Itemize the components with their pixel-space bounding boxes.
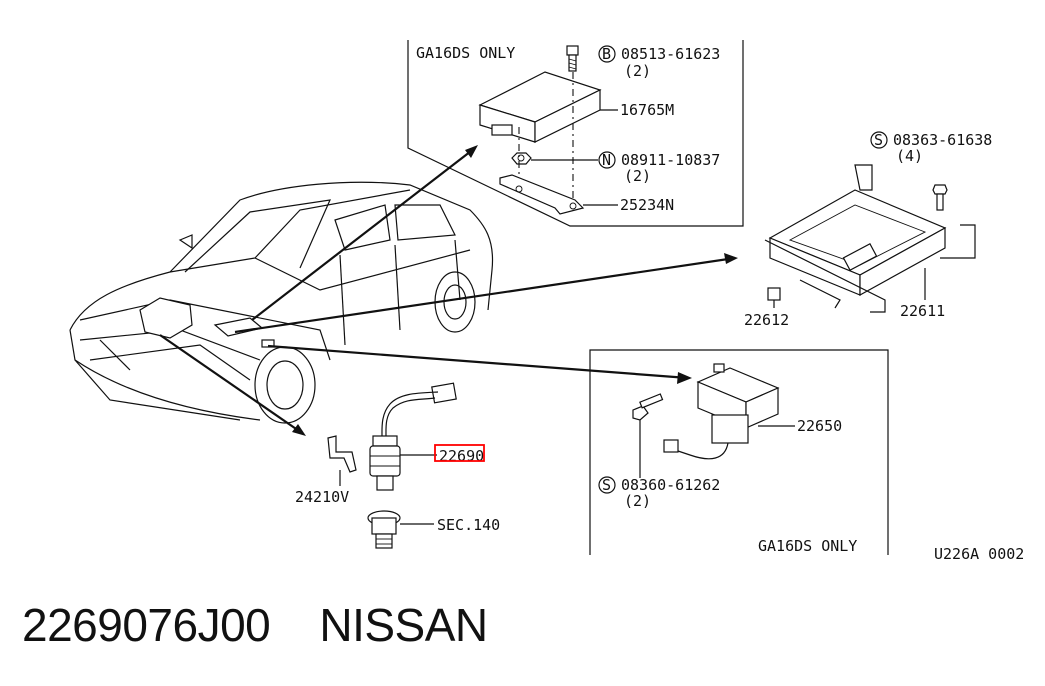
sensor-part-number: 22690 xyxy=(439,447,484,465)
ecu-module-illustration xyxy=(478,71,602,143)
nut-icon xyxy=(511,152,532,165)
bottom-box-title: GA16DS ONLY xyxy=(758,537,857,555)
bottom-inset-box: GA16DS ONLY 22650 S 08360-61262 (2) xyxy=(589,349,889,555)
nut-quantity: (2) xyxy=(624,167,651,185)
relay-screw-symbol-letter: S xyxy=(602,476,611,494)
nut-part-number: 08911-10837 xyxy=(621,151,720,169)
bolt-icon xyxy=(566,45,579,72)
bracket-24210v-part-number: 24210V xyxy=(295,488,349,506)
ecu-module-part-number: 16765M xyxy=(620,101,674,119)
bolt-symbol-letter: B xyxy=(602,45,611,63)
highlight-box xyxy=(434,444,485,462)
top-inset-box: GA16DS ONLY B 08513-61623 (2) 16765M xyxy=(407,40,744,227)
screw-symbol-circle xyxy=(870,131,888,149)
footer-caption: 2269076J00 NISSAN xyxy=(22,598,488,652)
bolt-part-number: 08513-61623 xyxy=(621,45,720,63)
sensor-group: 22690 SEC.140 24210V xyxy=(295,382,500,549)
relay-screw-symbol-circle xyxy=(598,476,616,494)
footer-brand: NISSAN xyxy=(319,599,488,651)
pointer-arrows xyxy=(159,145,738,436)
relay-screw-part-number: 08360-61262 xyxy=(621,476,720,494)
top-box-title: GA16DS ONLY xyxy=(416,44,515,62)
ecm-group: S 08363-61638 (4) 22612 22611 xyxy=(744,131,992,329)
parts-diagram: GA16DS ONLY B 08513-61623 (2) 16765M xyxy=(69,40,1024,563)
relay-unit-part-number: 22650 xyxy=(797,417,842,435)
bolt-symbol-circle xyxy=(598,45,616,63)
relay-screw-icon xyxy=(632,393,664,421)
bracket-part-number: 25234N xyxy=(620,196,674,214)
footer-part-number: 2269076J00 xyxy=(22,599,271,651)
relay-screw-quantity: (2) xyxy=(624,492,651,510)
diagram-code: U226A 0002 xyxy=(934,545,1024,563)
nut-symbol-circle xyxy=(598,151,616,169)
screw-symbol-letter: S xyxy=(874,131,883,149)
relay-unit-illustration xyxy=(696,363,780,444)
ecm-screw-quantity: (4) xyxy=(896,147,923,165)
bracket-illustration xyxy=(499,174,585,215)
section-reference: SEC.140 xyxy=(437,516,500,534)
ecm-screw-icon xyxy=(932,184,948,211)
ecm-screw-part-number: 08363-61638 xyxy=(893,131,992,149)
ecm-connector-part-number: 22612 xyxy=(744,311,789,329)
nut-symbol-letter: N xyxy=(602,151,611,169)
ecm-part-number: 22611 xyxy=(900,302,945,320)
relay-plug-icon xyxy=(663,439,679,453)
bolt-quantity: (2) xyxy=(624,62,651,80)
